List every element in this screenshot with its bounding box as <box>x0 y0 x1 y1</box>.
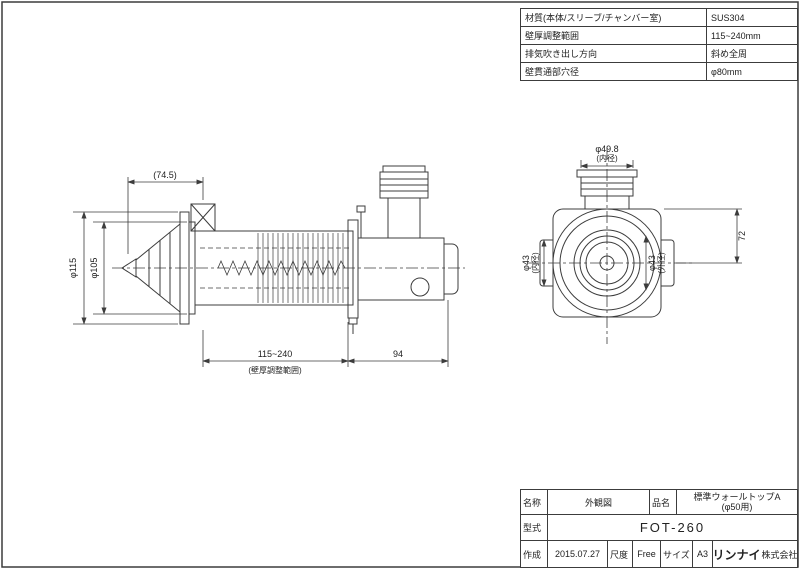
dim-left-dia-label: φ43 <box>521 255 531 271</box>
item-value-line2: (φ50用) <box>721 502 753 512</box>
dim-inner-dia-label: φ105 <box>89 258 99 279</box>
size-value: A3 <box>693 541 713 567</box>
name-label: 名称 <box>521 490 548 514</box>
dim-height-label: 72 <box>737 231 747 241</box>
spec-value-hole-dia: φ80mm <box>711 66 742 77</box>
size-label: サイズ <box>661 541 693 567</box>
title-block-row-3: 作成 2015.07.27 尺度 Free サイズ A3 リンナイ 株式会社 <box>521 540 797 567</box>
right-stub <box>661 239 675 287</box>
dim-right-dia-label: φ43 <box>647 255 657 271</box>
title-block-row-2: 型式 FOT-260 <box>521 514 797 540</box>
spec-label-wall-range: 壁厚調整範囲 <box>521 27 707 44</box>
chamber-body <box>357 237 445 301</box>
item-value: 標準ウォールトップA (φ50用) <box>677 490 797 514</box>
spec-value-wall-range: 115~240mm <box>711 30 761 41</box>
spec-row-hole-dia: 壁貫通部穴径 φ80mm <box>521 62 797 80</box>
dim-top-dia-note-label: (内径) <box>596 153 618 163</box>
dim-wall-range-note-label: (壁厚調整範囲) <box>248 365 302 375</box>
company-brand: リンナイ <box>713 547 761 562</box>
spec-row-material: 材質(本体/スリーブ/チャンバー室) SUS304 <box>521 9 797 26</box>
dim-rear-length-label: 94 <box>393 349 403 359</box>
spec-label-material: 材質(本体/スリーブ/チャンバー室) <box>521 9 707 26</box>
created-label: 作成 <box>521 541 548 567</box>
scale-value: Free <box>633 541 661 567</box>
spec-label-hole-dia: 壁貫通部穴径 <box>521 63 707 80</box>
top-port <box>387 197 421 239</box>
dim-outer-dia-label: φ115 <box>68 258 78 278</box>
title-block: 名称 外観図 品名 標準ウォールトップA (φ50用) 型式 FOT-260 作… <box>520 489 798 568</box>
front-view <box>527 148 693 344</box>
scale-label: 尺度 <box>608 541 633 567</box>
end-cap <box>444 243 459 295</box>
model-label: 型式 <box>521 515 548 540</box>
company-suffix: 株式会社 <box>761 549 798 560</box>
spec-label-exhaust-direction: 排気吹き出し方向 <box>521 45 707 62</box>
front-port-neck <box>584 195 630 210</box>
sleeve-corrugation <box>257 233 349 303</box>
spec-table: 材質(本体/スリーブ/チャンバー室) SUS304 壁厚調整範囲 115~240… <box>520 8 798 81</box>
title-block-row-1: 名称 外観図 品名 標準ウォールトップA (φ50用) <box>521 490 797 514</box>
side-view <box>112 165 465 334</box>
port-rim <box>382 165 426 173</box>
dim-wall-range-label: 115~240 <box>258 349 293 359</box>
company-name: リンナイ 株式会社 <box>713 541 797 567</box>
item-value-line1: 標準ウォールトップA <box>693 492 781 502</box>
spec-value-exhaust-direction: 斜め全周 <box>711 49 748 59</box>
sleeve-tube <box>194 230 354 306</box>
spec-row-exhaust-direction: 排気吹き出し方向 斜め全周 <box>521 44 797 62</box>
inner-spring <box>217 259 346 277</box>
name-value: 外観図 <box>548 490 650 514</box>
dimension-labels: (74.5) φ115 φ105 115~240 (壁厚調整範囲) 94 φ49… <box>68 144 747 375</box>
spec-value-material: SUS304 <box>711 12 745 23</box>
spec-row-wall-range: 壁厚調整範囲 115~240mm <box>521 26 797 44</box>
side-view-dimensions <box>73 177 449 367</box>
dim-right-dia-note-label: (外径) <box>656 252 666 274</box>
item-label: 品名 <box>650 490 677 514</box>
model-value: FOT-260 <box>639 520 706 535</box>
dim-head-depth-label: (74.5) <box>153 170 177 180</box>
front-view-dimensions <box>541 160 742 291</box>
dim-left-dia-note-label: (内径) <box>530 252 540 274</box>
created-value: 2015.07.27 <box>548 541 608 567</box>
dim-top-dia-label: φ49.8 <box>595 144 618 154</box>
